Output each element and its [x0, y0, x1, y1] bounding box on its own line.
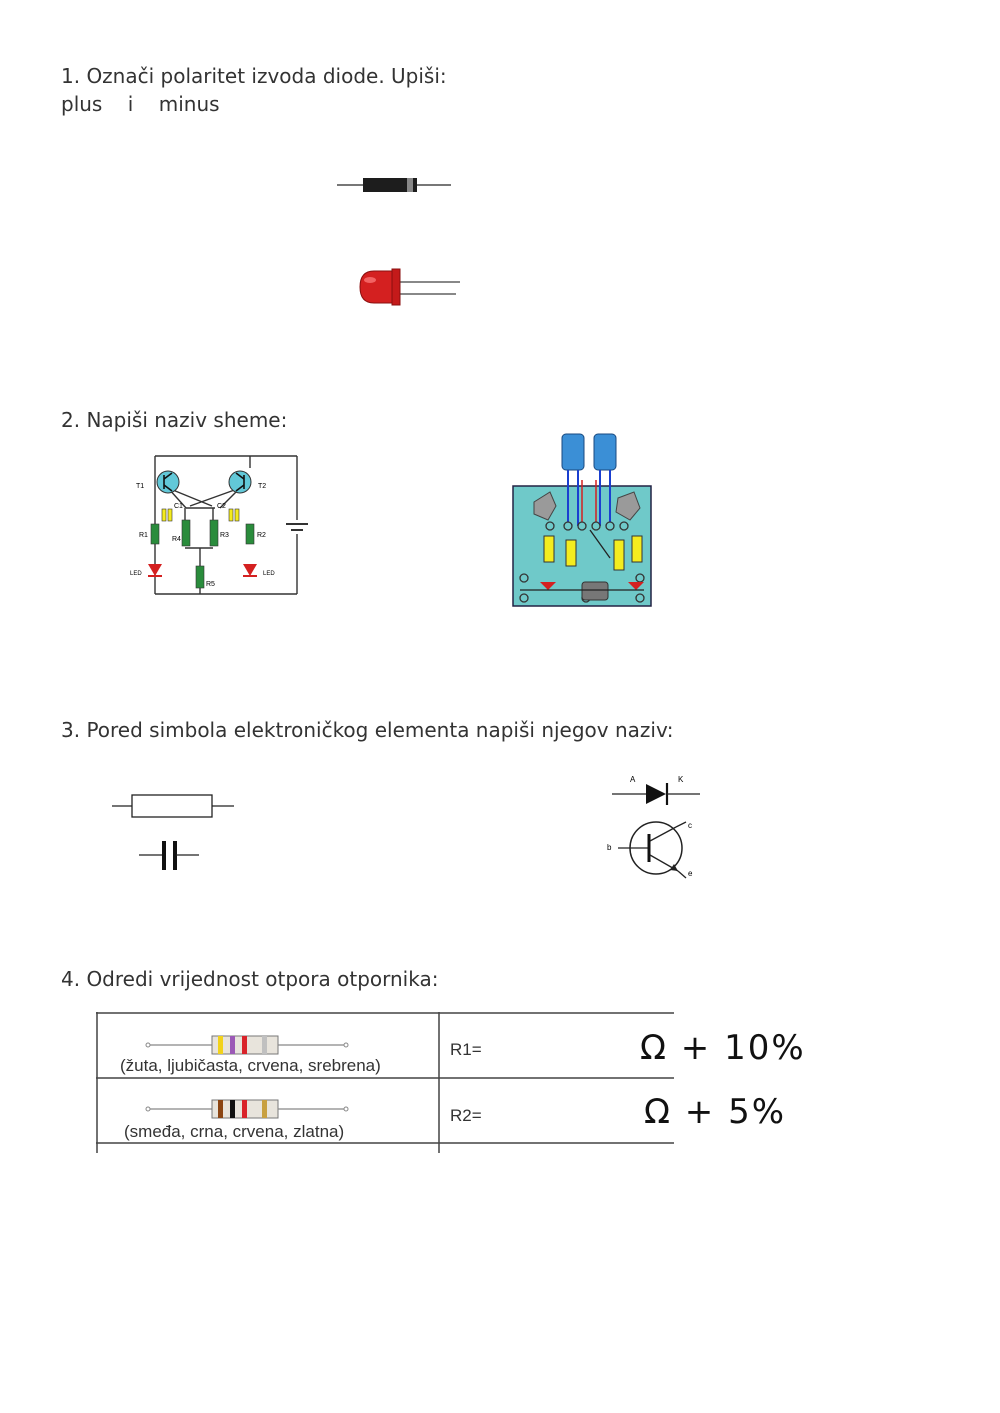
svg-text:R1: R1	[139, 532, 148, 539]
diode-component-image	[337, 178, 451, 192]
resistor-2-band-1	[218, 1100, 223, 1118]
resistor-value-table: (žuta, ljubičasta, crvena, srebrena) R1=…	[96, 1012, 674, 1153]
led-component-image	[359, 268, 460, 306]
anode-label: A	[630, 775, 636, 784]
resistor-1-color-caption: (žuta, ljubičasta, crvena, srebrena)	[120, 1056, 381, 1075]
svg-text:R4: R4	[172, 536, 181, 543]
diode-symbol: A K	[612, 775, 700, 805]
resistor-2-band-4	[262, 1100, 267, 1118]
svg-text:R5: R5	[206, 581, 215, 588]
svg-text:LED: LED	[263, 571, 275, 577]
svg-text:T2: T2	[258, 483, 266, 490]
svg-text:R3: R3	[220, 532, 229, 539]
question-1-text: 1. Označi polaritet izvoda diode. Upiši:	[61, 64, 447, 88]
question-4-title: 4. Odredi vrijednost otpora otpornika:	[61, 967, 439, 991]
collector-label: c	[688, 821, 692, 830]
question-3-title: 3. Pored simbola elektroničkog elementa …	[61, 718, 674, 742]
resistor-2-band-3	[242, 1100, 247, 1118]
question-1-answer-words: plus i minus	[61, 92, 220, 116]
r2-label: R2=	[450, 1106, 482, 1125]
pcb-layout-image	[512, 433, 652, 607]
base-label: b	[607, 843, 612, 852]
resistor-2-band-2	[230, 1100, 235, 1118]
astable-multivibrator-schematic: T1 T2 C1 C2 R1 R4 R3 R2 R5 LED LED	[130, 455, 308, 595]
transistor-symbol: b c e	[607, 821, 693, 879]
capacitor-symbol	[139, 841, 199, 870]
svg-text:LED: LED	[130, 571, 142, 577]
question-1: 1. Označi polaritet izvoda diode. Upiši:…	[61, 62, 447, 118]
svg-text:R2: R2	[257, 532, 266, 539]
cathode-label: K	[678, 775, 684, 784]
question-2-title: 2. Napiši naziv sheme:	[61, 408, 288, 432]
emitter-label: e	[688, 869, 693, 878]
resistor-symbol	[112, 794, 234, 818]
table-grid	[96, 1012, 674, 1153]
resistor-2-image	[145, 1099, 349, 1119]
resistor-2-color-caption: (smeđa, crna, crvena, zlatna)	[124, 1122, 345, 1141]
r2-answer-handwriting: Ω + 5%	[644, 1092, 787, 1132]
resistor-1-band-3	[242, 1036, 247, 1054]
r1-answer-handwriting: Ω + 10%	[640, 1028, 806, 1068]
svg-text:C2: C2	[217, 503, 226, 510]
resistor-1-image	[145, 1035, 349, 1055]
resistor-1-band-2	[230, 1036, 235, 1054]
resistor-1-band-4	[262, 1036, 267, 1054]
svg-text:T1: T1	[136, 483, 144, 490]
r1-label: R1=	[450, 1040, 482, 1059]
svg-text:C1: C1	[174, 503, 183, 510]
resistor-1-band-1	[218, 1036, 223, 1054]
